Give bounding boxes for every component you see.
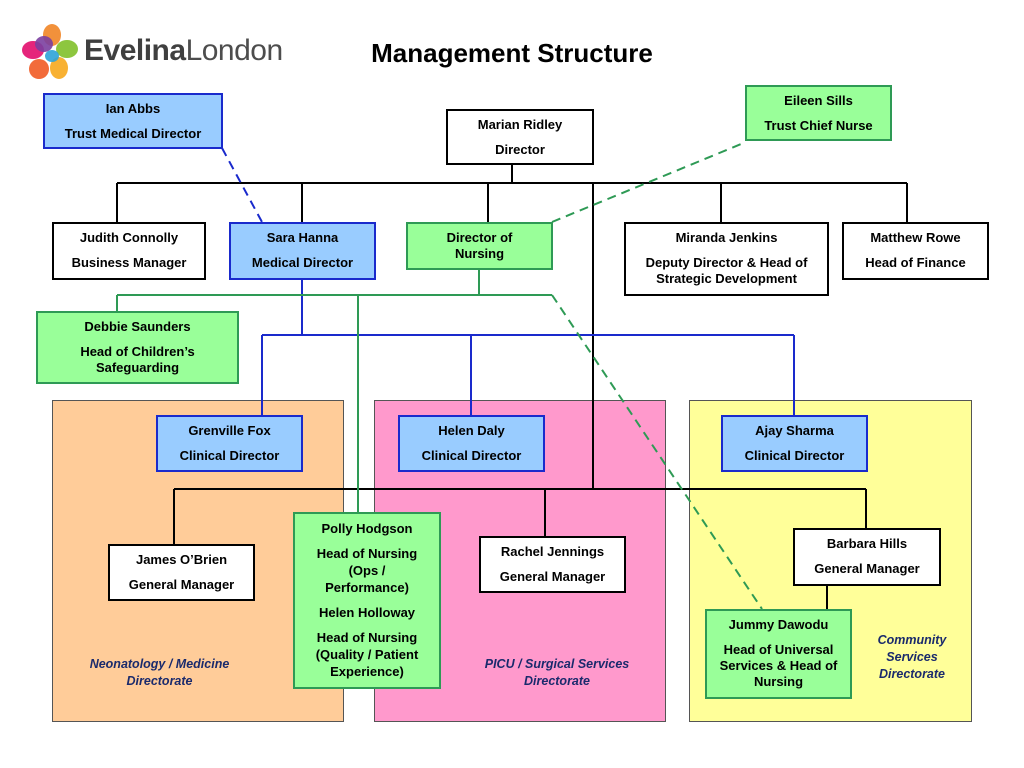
evelina-london-logo: EvelinaLondon [84,34,283,67]
jummy-dawodu-box: Jummy Dawodu Head of Universal Services … [705,609,852,699]
person-name: Polly Hodgson [321,521,413,536]
evelina-flower-logo-icon [22,24,78,79]
polly-hodgson-box: Polly Hodgson Head of Nursing (Ops / Per… [293,512,441,689]
person-name: Rachel Jennings [500,544,605,559]
person-role: Medical Director [251,255,354,270]
barbara-hills-box: Barbara Hills General Manager [793,528,941,586]
person-name: James O’Brien [135,552,228,567]
person-role: Head of Universal Services & Head of Nur… [719,642,838,689]
person-role: Head of Nursing (Ops / Performance) [316,546,418,595]
neonatology-directorate-label: Neonatology / Medicine Directorate [89,657,230,688]
ajay-sharma-box: Ajay Sharma Clinical Director [721,415,868,472]
person-name: Matthew Rowe [870,230,961,245]
picu-directorate-label: PICU / Surgical Services Directorate [484,657,630,688]
person-role: General Manager [499,569,606,584]
miranda-jenkins-box: Miranda Jenkins Deputy Director & Head o… [624,222,829,296]
matthew-rowe-box: Matthew Rowe Head of Finance [842,222,989,280]
director-of-nursing-box: Director of Nursing [406,222,553,270]
grenville-fox-box: Grenville Fox Clinical Director [156,415,303,472]
james-obrien-box: James O’Brien General Manager [108,544,255,601]
ian-abbs-box: Ian Abbs Trust Medical Director [43,93,223,149]
person-name: Judith Connolly [79,230,179,245]
community-directorate-label: Community Services Directorate [877,633,947,681]
person-role: General Manager [814,561,920,576]
person-name: Eileen Sills [784,93,853,108]
person-name: Helen Holloway [318,605,416,620]
judith-connolly-box: Judith Connolly Business Manager [52,222,206,280]
person-role: Clinical Director [421,448,522,463]
helen-daly-box: Helen Daly Clinical Director [398,415,545,472]
person-role: Head of Children’s Safeguarding [80,344,195,375]
person-name: Ajay Sharma [755,423,834,438]
person-role: General Manager [128,577,235,592]
person-name: Director of Nursing [446,230,513,261]
sara-hanna-box: Sara Hanna Medical Director [229,222,376,280]
person-role: Business Manager [71,255,187,270]
person-role: Trust Chief Nurse [764,118,873,133]
person-name: Helen Daly [438,423,505,438]
person-name: Grenville Fox [188,423,271,438]
person-name: Jummy Dawodu [728,617,829,632]
person-role: Head of Nursing (Quality / Patient Exper… [315,630,419,679]
person-role: Director [495,142,545,157]
person-role: Trust Medical Director [64,126,202,141]
person-name: Ian Abbs [105,101,161,116]
marian-ridley-box: Marian Ridley Director [446,109,594,165]
debbie-saunders-box: Debbie Saunders Head of Children’s Safeg… [36,311,239,384]
person-role: Head of Finance [865,255,966,270]
person-name: Barbara Hills [826,536,908,551]
person-role: Clinical Director [179,448,280,463]
eileen-sills-box: Eileen Sills Trust Chief Nurse [745,85,892,141]
person-role: Deputy Director & Head of Strategic Deve… [645,255,808,286]
person-role: Clinical Director [744,448,845,463]
person-name: Sara Hanna [266,230,339,245]
page-title: Management Structure [371,38,653,68]
person-name: Debbie Saunders [84,319,191,334]
person-name: Miranda Jenkins [675,230,778,245]
person-name: Marian Ridley [477,117,563,132]
rachel-jennings-box: Rachel Jennings General Manager [479,536,626,593]
